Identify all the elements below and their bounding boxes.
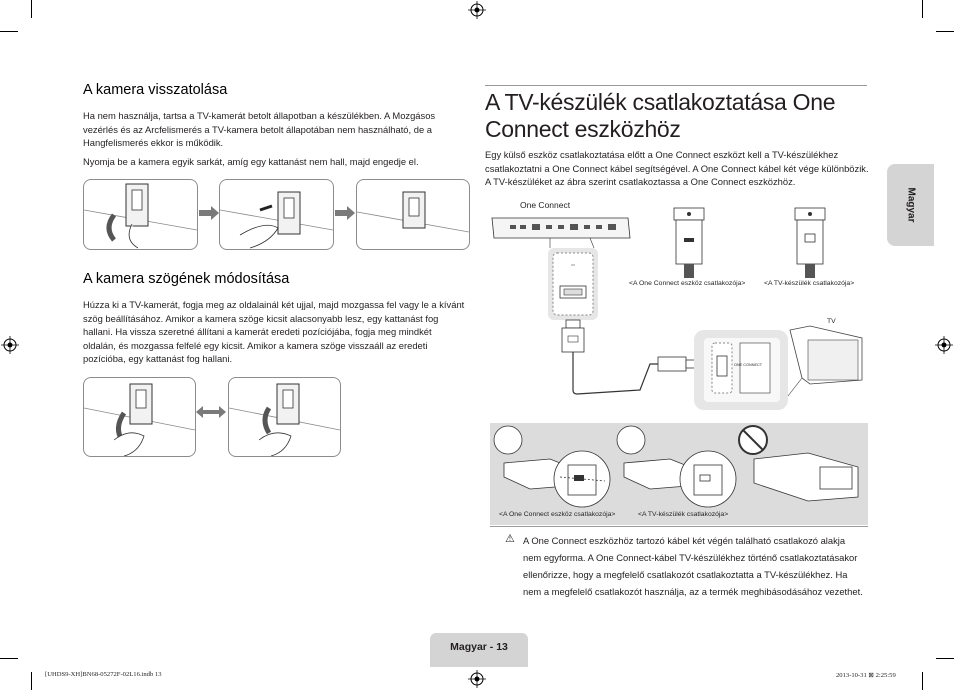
caption-one-connect-connector: <A One Connect eszköz csatlakozója> [629,280,746,287]
page-title: A TV-készülék csatlakoztatása One Connec… [485,89,836,142]
crop-mark [0,31,18,32]
language-side-tab-label: Magyar [905,187,916,223]
double-arrow-icon [219,406,226,418]
title-rule [485,85,867,86]
camera-retract-illustration-1 [83,179,198,250]
crop-mark [31,672,32,690]
intro-text: Egy külső eszköz csatlakoztatása előtt a… [485,149,869,188]
camera-retract-illustration-2 [219,179,334,250]
camera-angle-illustration-1 [83,377,196,457]
crop-mark [0,658,18,659]
page-number: Magyar - 13 [450,641,508,653]
crop-mark [936,31,954,32]
registration-mark-icon [935,336,953,354]
double-arrow-icon [196,406,203,418]
camera-angle-illustration-2 [228,377,341,457]
double-arrow-icon [203,410,219,414]
registration-mark-icon [468,1,486,19]
section-heading-camera-angle: A kamera szögének módosítása [83,271,290,287]
crop-mark [31,0,32,18]
one-connect-label: One Connect [520,200,571,210]
warning-rule [490,526,868,527]
crop-mark [922,672,923,690]
step-arrow-icon [335,210,347,216]
step-arrow-icon [199,210,211,216]
step-arrow-icon [211,206,219,220]
tv-label: TV [827,318,836,325]
step-arrow-icon [347,206,355,220]
caption-tv-connector: <A TV-készülék csatlakozója> [764,280,855,287]
panel-caption-one-connect: <A One Connect eszköz csatlakozója> [499,511,616,518]
footer-file-info: [UHDS9-XH]BN68-05272F-02L16.indb 13 [45,671,162,678]
footer-timestamp: 2013-10-31 ⊠ 2:25:59 [836,672,896,679]
port-label: ONE CONNECT [734,363,763,367]
warning-triangle-icon: ⚠ [505,533,515,545]
section-text-camera-retract: Ha nem használja, tartsa a TV-kamerát be… [83,110,436,149]
section-heading-camera-retract: A kamera visszatolása [83,82,228,98]
page-number-tab: Magyar - 13 [430,633,528,667]
crop-mark [922,0,923,18]
panel-caption-tv: <A TV-készülék csatlakozója> [638,511,729,518]
connector-examples-panel [490,423,868,525]
crop-mark [936,658,954,659]
language-side-tab: Magyar [887,164,934,246]
registration-mark-icon [1,336,19,354]
section-text-camera-press: Nyomja be a kamera egyik sarkát, amíg eg… [83,156,419,167]
svg-text:▭: ▭ [571,262,575,267]
connection-diagram: ▭ [490,198,870,420]
registration-mark-icon [468,670,486,688]
camera-retract-illustration-3 [356,179,470,250]
section-text-camera-angle: Húzza ki a TV-kamerát, fogja meg az olda… [83,299,465,365]
warning-text: A One Connect eszközhöz tartozó kábel ké… [523,535,863,597]
